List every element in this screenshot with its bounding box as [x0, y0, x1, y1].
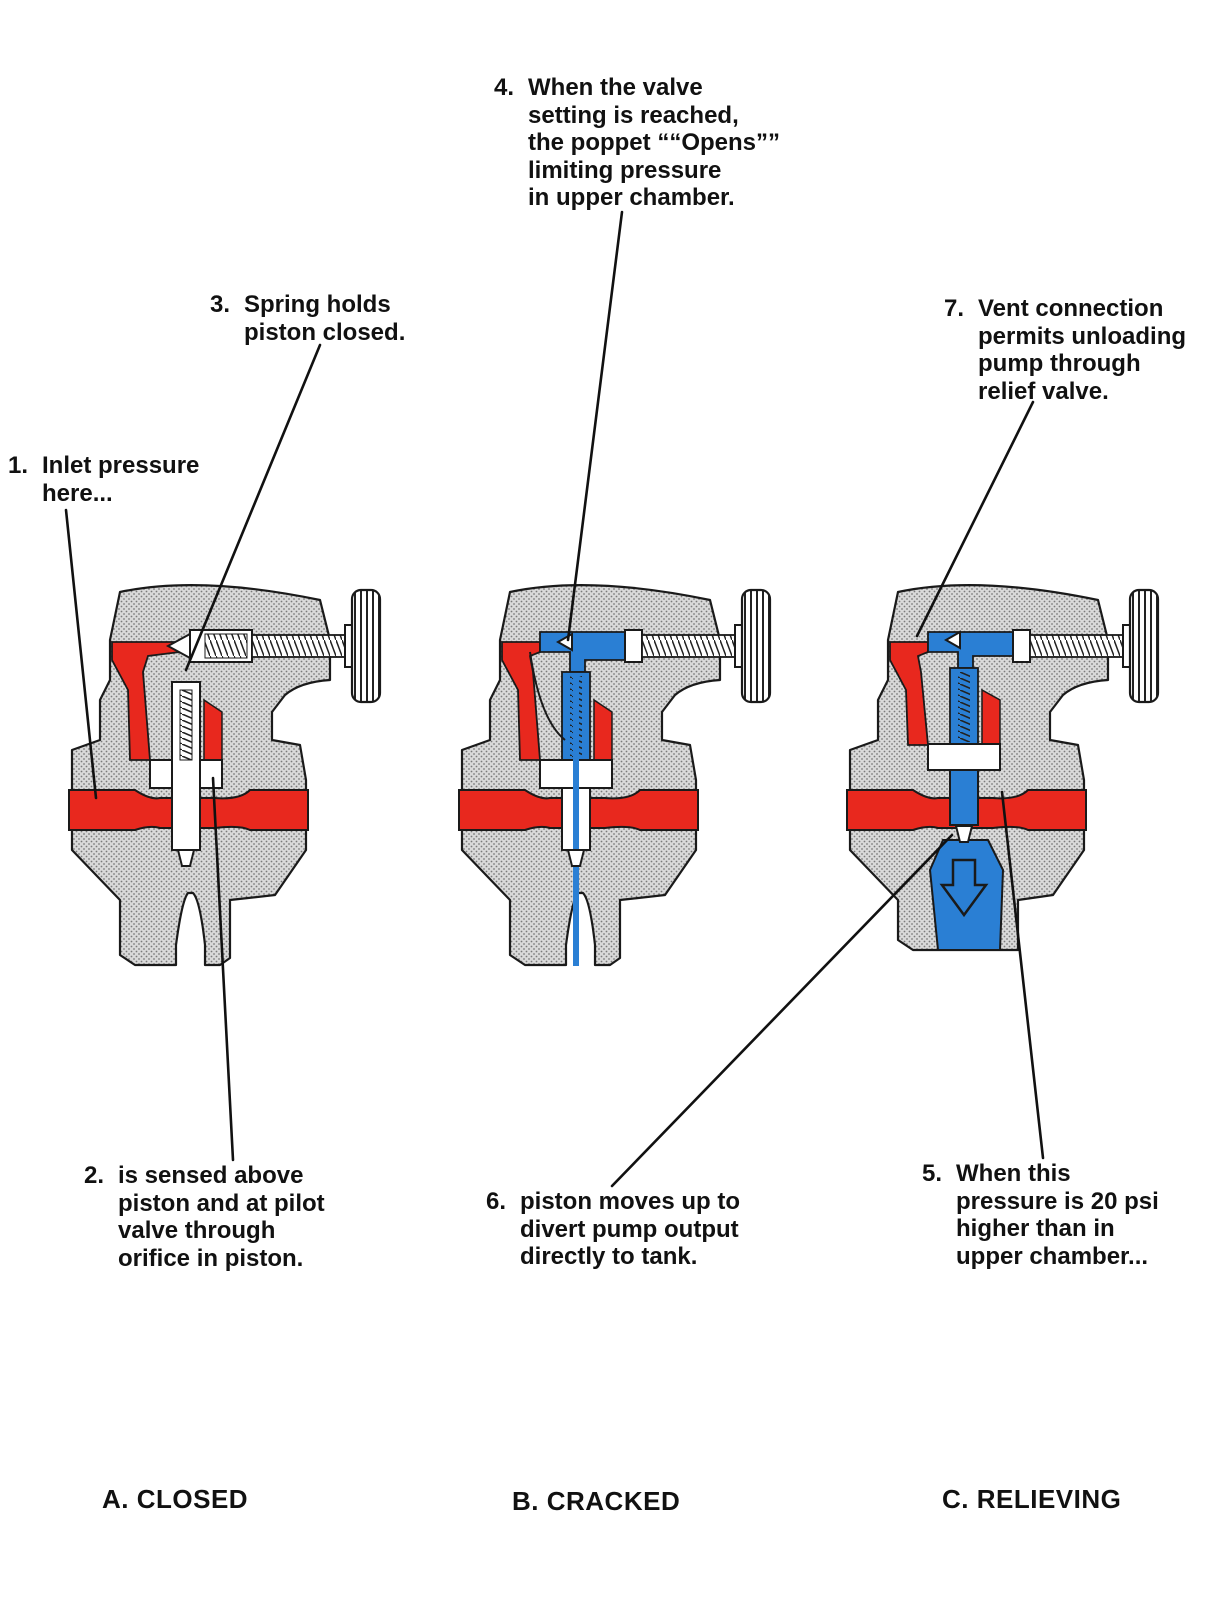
callout-4-line-2: setting is reached, [528, 101, 739, 129]
caption-closed: A. CLOSED [102, 1484, 249, 1514]
callout-6-line-3: directly to tank. [520, 1243, 698, 1270]
callout-3-number: 3. [210, 291, 231, 318]
callout-2-line-2: piston and at pilot [118, 1189, 325, 1217]
callout-1: 1. Inlet pressure here... [8, 452, 199, 507]
callout-2-line-1: is sensed above [118, 1162, 304, 1189]
valve-b-cracked [458, 584, 772, 967]
callout-5-line-2: pressure is 20 psi [956, 1187, 1159, 1215]
callout-4: 4. When the valve setting is reached, th… [494, 74, 780, 212]
callout-5: 5. When this pressure is 20 psi higher t… [922, 1160, 1159, 1270]
leader-line-3 [184, 343, 322, 672]
callout-4-number: 4. [494, 74, 515, 101]
callout-4-line-4: limiting pressure [528, 156, 722, 184]
leader-line-2 [211, 776, 235, 1162]
callout-1-number: 1. [8, 452, 29, 479]
callout-5-number: 5. [922, 1160, 943, 1187]
callout-7-line-4: relief valve. [978, 377, 1109, 405]
callout-2-number: 2. [84, 1162, 105, 1189]
callout-5-line-4: upper chamber... [956, 1242, 1149, 1270]
leader-line-6 [610, 833, 954, 1188]
callout-1-line-1: Inlet pressure [42, 452, 200, 479]
callout-4-line-1: When the valve [528, 74, 703, 101]
callout-2: 2. is sensed above piston and at pilot v… [84, 1162, 325, 1272]
leader-line-7 [915, 400, 1035, 638]
callout-1-line-2: here... [42, 479, 113, 507]
caption-cracked: B. CRACKED [512, 1486, 681, 1516]
callout-6-number: 6. [486, 1188, 507, 1215]
callout-5-line-1: When this [956, 1160, 1071, 1187]
callout-7-line-3: pump through [978, 350, 1141, 377]
callout-7-number: 7. [944, 295, 965, 322]
callout-2-line-4: orifice in piston. [118, 1244, 304, 1272]
callout-4-line-5: in upper chamber. [528, 184, 735, 211]
leader-line-5 [1000, 790, 1045, 1160]
callout-6-line-2: divert pump output [520, 1215, 739, 1243]
leader-line-4 [566, 210, 624, 642]
caption-relieving: C. RELIEVING [942, 1484, 1122, 1514]
callout-3: 3. Spring holds piston closed. [210, 291, 405, 346]
valve-a-closed [68, 584, 382, 967]
callout-4-line-3: the poppet ““Opens”” [528, 129, 780, 156]
callout-7-line-2: permits unloading [978, 322, 1187, 350]
callout-5-line-3: higher than in [956, 1215, 1115, 1242]
leader-line-1 [64, 508, 98, 800]
callout-7-line-1: Vent connection [978, 295, 1164, 322]
callout-3-line-2: piston closed. [244, 318, 406, 346]
callout-3-line-1: Spring holds [244, 291, 391, 318]
callout-6-line-1: piston moves up to [520, 1188, 741, 1215]
valve-c-relieving [846, 584, 1160, 952]
callout-7: 7. Vent connection permits unloading pum… [944, 295, 1186, 405]
callout-2-line-3: valve through [118, 1217, 276, 1244]
callout-6: 6. piston moves up to divert pump output… [486, 1188, 740, 1271]
